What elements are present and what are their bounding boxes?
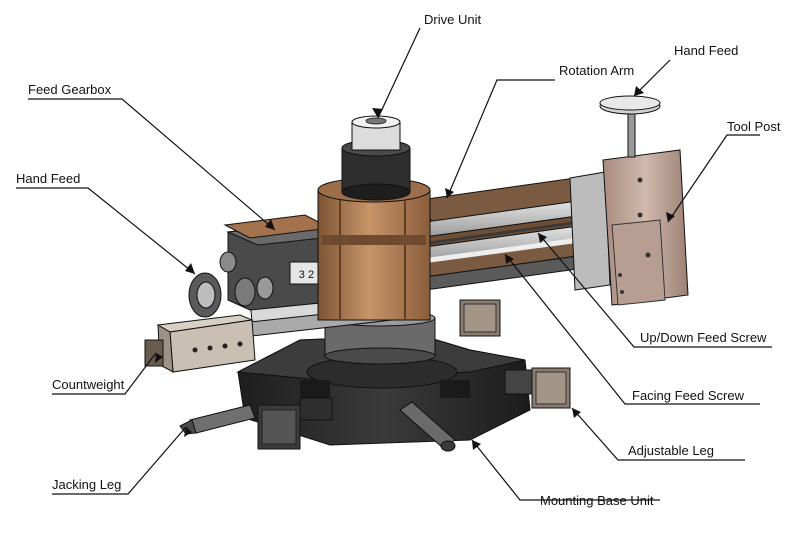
leader-jacking-leg: [52, 426, 187, 495]
label-hand-feed-top: Hand Feed: [674, 43, 738, 58]
label-adjustable-leg: Adjustable Leg: [628, 443, 714, 458]
label-feed-gearbox: Feed Gearbox: [28, 82, 112, 97]
label-jacking-leg: Jacking Leg: [52, 477, 121, 492]
up-down-feed-screw: [429, 220, 581, 245]
leader-hand-feed-left: [16, 187, 196, 275]
leader-mounting-base-unit: [471, 439, 660, 501]
adjustable-leg-right: [504, 367, 571, 409]
leader-arrowheads: [155, 86, 675, 450]
label-facing-feed-screw: Facing Feed Screw: [632, 388, 745, 403]
leader-feed-gearbox: [28, 98, 276, 231]
leader-rotation-arm: [446, 79, 555, 199]
leader-lines: [16, 27, 772, 501]
leader-adjustable-leg: [571, 407, 745, 461]
hand-feed-handwheel-top: [599, 95, 661, 158]
adjustable-leg-rear: [459, 299, 501, 337]
gearbox-marking: 3 2 1: [299, 269, 323, 281]
label-drive-unit: Drive Unit: [424, 12, 481, 27]
label-countweight: Countweight: [52, 377, 125, 392]
label-tool-post: Tool Post: [727, 119, 781, 134]
leader-drive-unit: [377, 27, 421, 119]
tool-post: [569, 149, 689, 306]
label-hand-feed-left: Hand Feed: [16, 171, 80, 186]
hand-feed-wheel-left: [188, 251, 274, 318]
leader-up-down-feed-screw: [537, 232, 772, 348]
drive-unit-cap: [351, 115, 401, 151]
label-rotation-arm: Rotation Arm: [559, 63, 634, 78]
leader-tool-post: [667, 134, 760, 223]
facing-feed-screw: [429, 237, 581, 263]
adjustable-leg-left-pad: [257, 397, 333, 450]
countweight-block: [144, 314, 256, 373]
jacking-leg-front: [399, 401, 456, 452]
label-mounting-base-unit: Mounting Base Unit: [540, 493, 654, 508]
jacking-leg-left: [179, 404, 256, 435]
leader-facing-feed-screw: [504, 253, 760, 405]
leader-countweight: [52, 352, 157, 395]
label-up-down-feed-screw: Up/Down Feed Screw: [640, 330, 767, 345]
